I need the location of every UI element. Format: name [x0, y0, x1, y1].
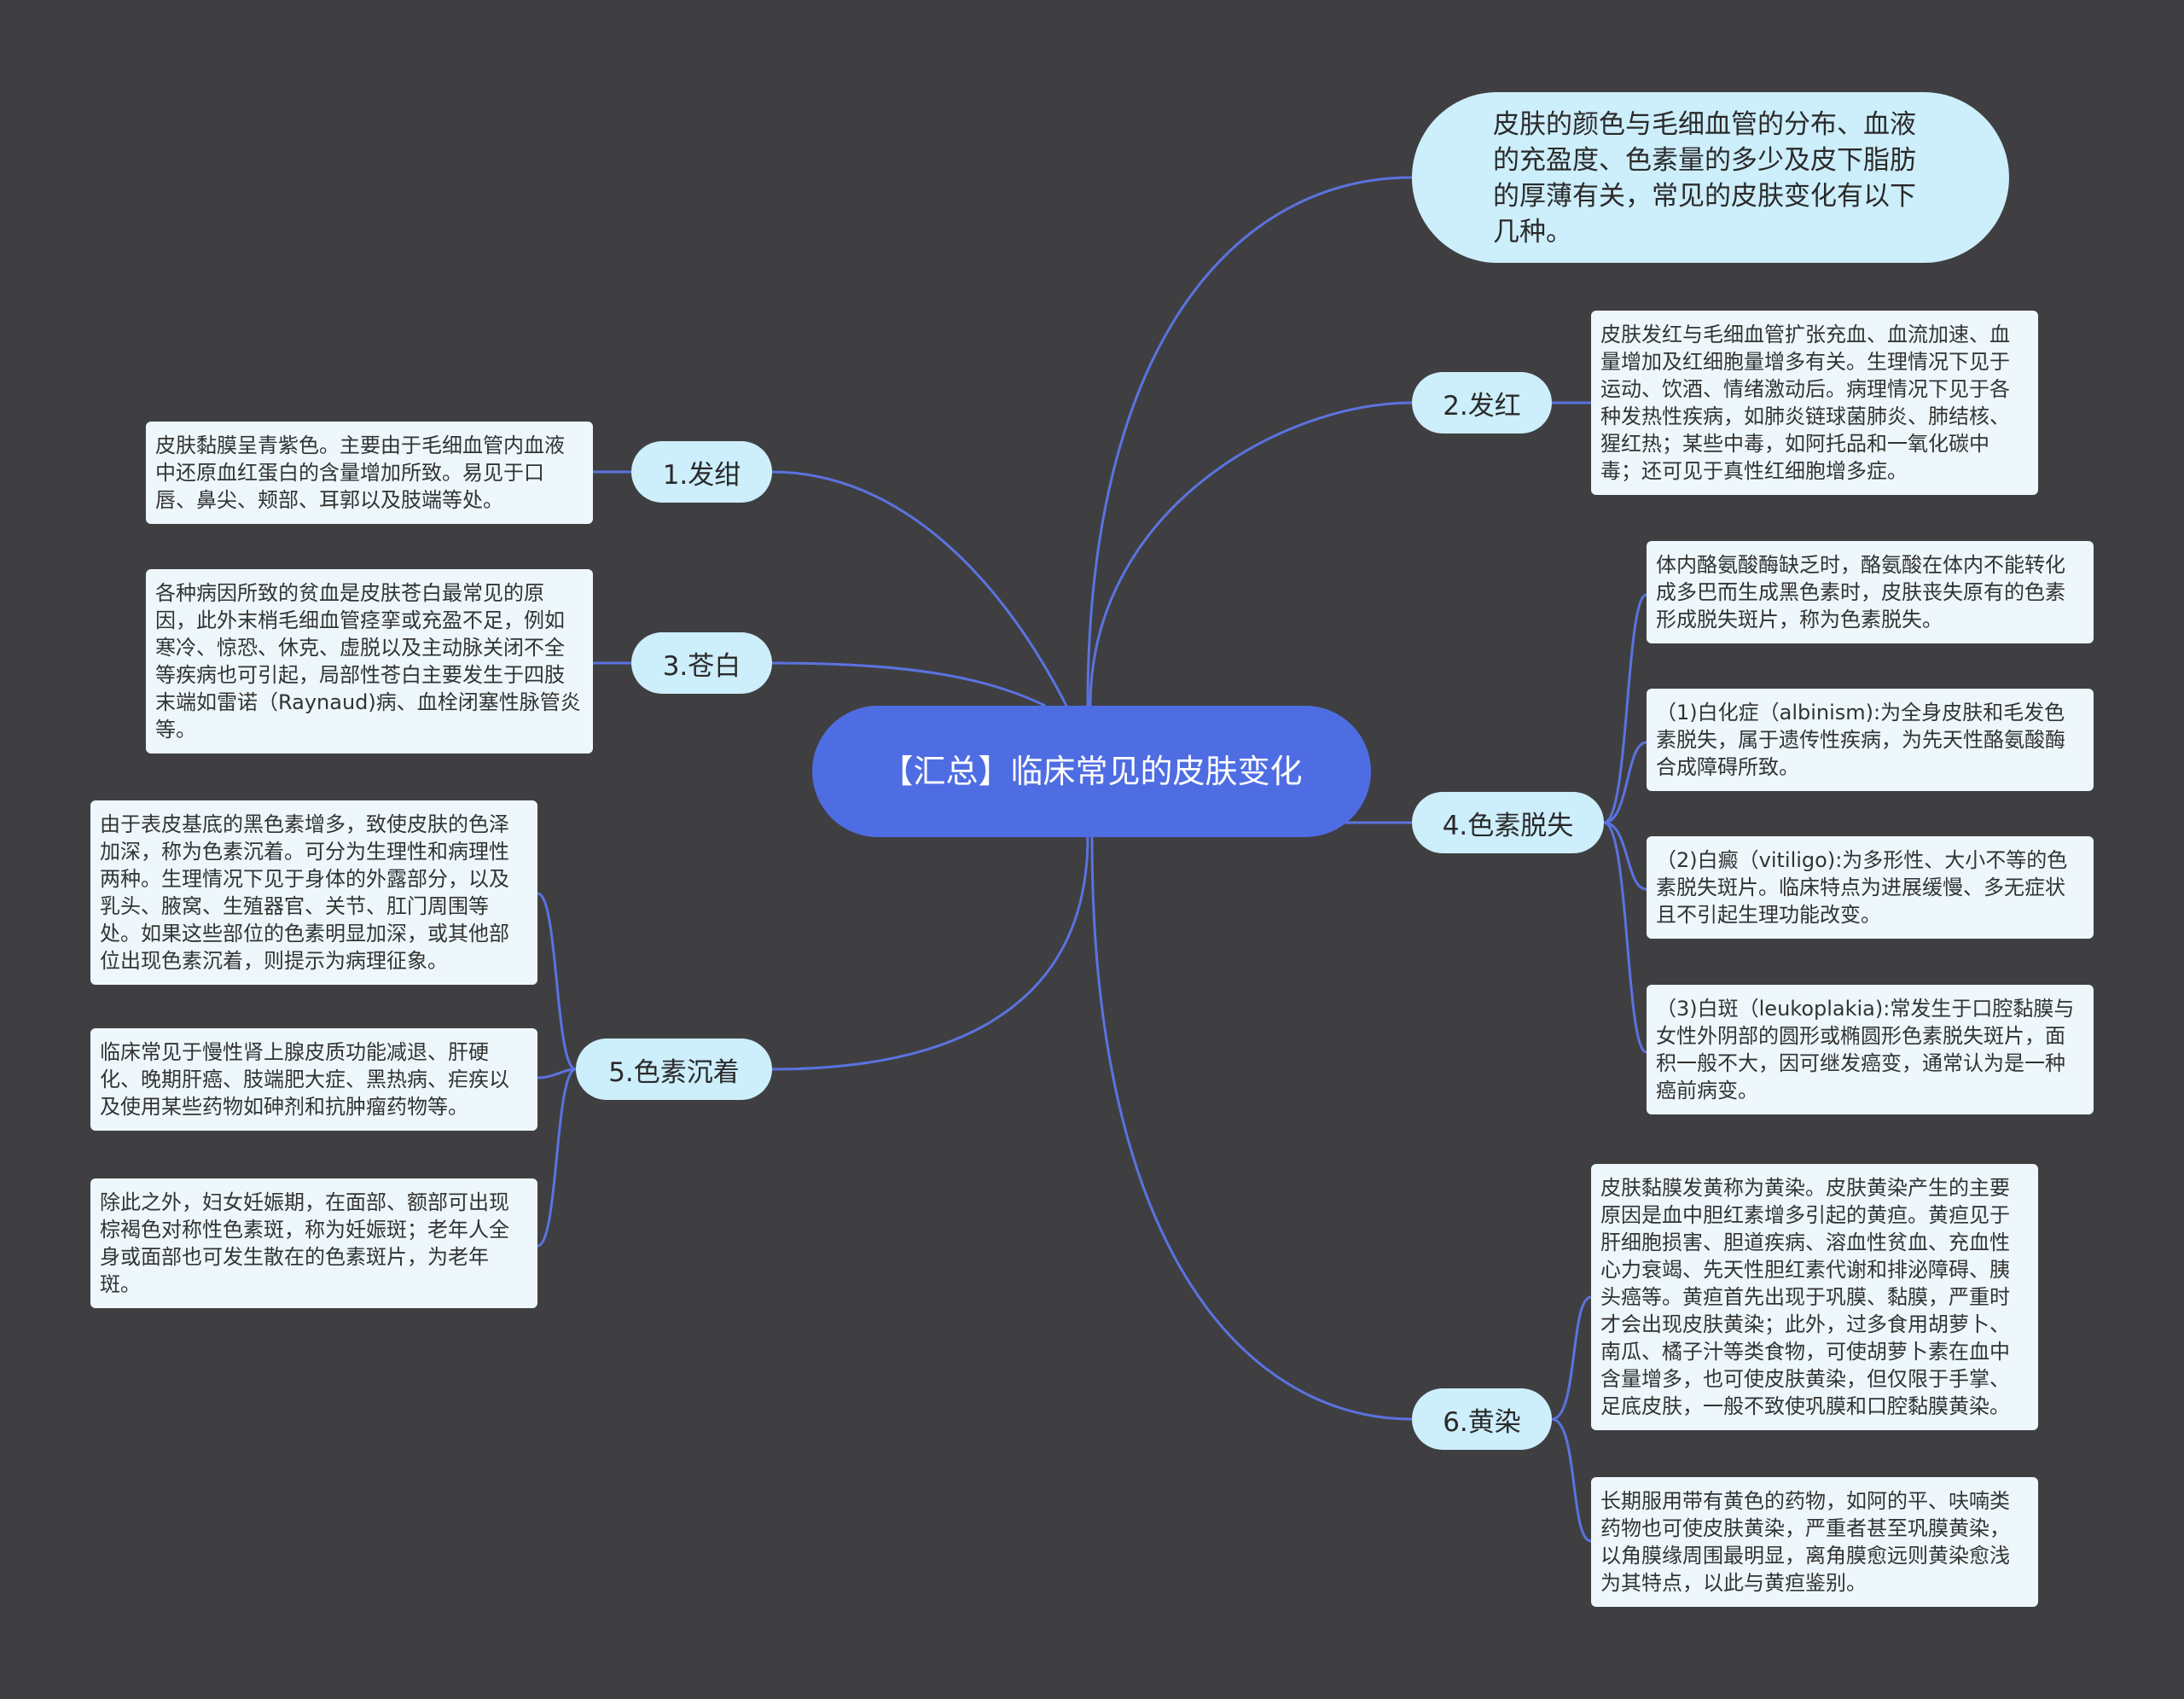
branch-jaundice[interactable]: 6.黄染 [1412, 1388, 1552, 1450]
connector-b4-leaf3 [1603, 821, 1647, 891]
connector-root-intro [1086, 176, 1413, 707]
leaf-depigmentation-4[interactable]: （3)白斑（leukoplakia):常发生于口腔黏膜与女性外阴部的圆形或椭圆形… [1647, 985, 2094, 1114]
connector-b6-leaf1 [1551, 1295, 1592, 1421]
leaf-pigmentation-2[interactable]: 临床常见于慢性肾上腺皮质功能减退、肝硬化、晚期肝癌、肢端肥大症、黑热病、疟疾以及… [90, 1028, 537, 1131]
leaf-pigmentation-1[interactable]: 由于表皮基底的黑色素增多，致使皮肤的色泽加深，称为色素沉着。可分为生理性和病理性… [90, 800, 537, 985]
leaf-pallor-1[interactable]: 各种病因所致的贫血是皮肤苍白最常见的原因，此外末梢毛细血管痉挛或充盈不足，例如寒… [146, 569, 593, 753]
leaf-depigmentation-3[interactable]: （2)白癜（vitiligo):为多形性、大小不等的色素脱失斑片。临床特点为进展… [1647, 836, 2094, 939]
leaf-cyanosis-1[interactable]: 皮肤黏膜呈青紫色。主要由于毛细血管内血液中还原血红蛋白的含量增加所致。易见于口唇… [146, 422, 593, 524]
connector-root-b6 [1090, 836, 1413, 1421]
connector-b4-leaf2 [1603, 741, 1647, 824]
leaf-flushing-1[interactable]: 皮肤发红与毛细血管扩张充血、血流加速、血量增加及红细胞量增多有关。生理情况下见于… [1591, 311, 2038, 495]
branch-cyanosis[interactable]: 1.发绀 [631, 441, 772, 503]
connector-b5-leaf1 [537, 892, 577, 1071]
connector-root-b5 [771, 836, 1089, 1071]
intro-node[interactable]: 皮肤的颜色与毛细血管的分布、血液的充盈度、色素量的多少及皮下脂肪的厚薄有关，常见… [1412, 92, 2009, 263]
branch-pigmentation[interactable]: 5.色素沉着 [576, 1039, 772, 1100]
leaf-depigmentation-2[interactable]: （1)白化症（albinism):为全身皮肤和毛发色素脱失，属于遗传性疾病，为先… [1647, 689, 2094, 791]
leaf-pigmentation-3[interactable]: 除此之外，妇女妊娠期，在面部、额部可出现棕褐色对称性色素斑，称为妊娠斑；老年人全… [90, 1178, 537, 1308]
connector-b5-leaf3 [537, 1068, 577, 1248]
connector-b4-leaf1 [1603, 593, 1647, 824]
root-topic[interactable]: 【汇总】临床常见的皮肤变化 [812, 706, 1371, 837]
leaf-depigmentation-1[interactable]: 体内酪氨酸酶缺乏时，酪氨酸在体内不能转化成多巴而生成黑色素时，皮肤丧失原有的色素… [1647, 541, 2094, 643]
connector-root-b3 [771, 661, 1046, 707]
branch-depigmentation[interactable]: 4.色素脱失 [1412, 792, 1604, 853]
branch-flushing[interactable]: 2.发红 [1412, 372, 1552, 433]
connector-root-b2 [1089, 401, 1413, 707]
branch-pallor[interactable]: 3.苍白 [631, 632, 772, 694]
connector-b4-leaf4 [1603, 821, 1647, 1054]
connector-b6-leaf2 [1551, 1417, 1592, 1543]
connector-b5-leaf2 [537, 1068, 577, 1079]
connector-root-b1 [771, 470, 1068, 707]
leaf-jaundice-1[interactable]: 皮肤黏膜发黄称为黄染。皮肤黄染产生的主要原因是血中胆红素增多引起的黄疸。黄疸见于… [1591, 1164, 2038, 1430]
leaf-jaundice-2[interactable]: 长期服用带有黄色的药物，如阿的平、呋喃类药物也可使皮肤黄染，严重者甚至巩膜黄染，… [1591, 1477, 2038, 1607]
